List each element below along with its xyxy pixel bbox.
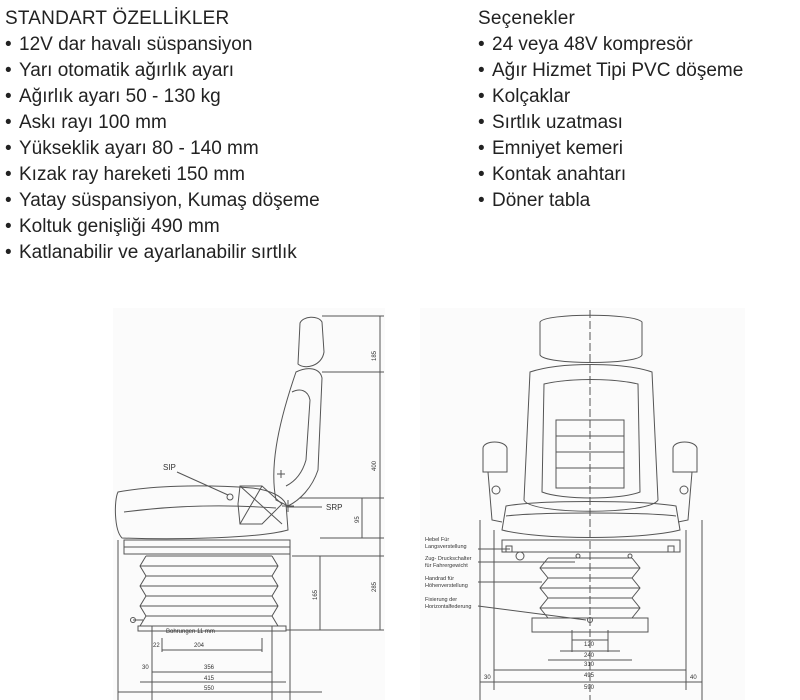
options-list: •24 veya 48V kompresör •Ağır Hizmet Tipi… bbox=[478, 32, 743, 214]
side-headrest bbox=[297, 316, 325, 368]
item-text: Kolçaklar bbox=[492, 86, 571, 107]
item-text: Yatay süspansiyon, Kumaş döşeme bbox=[19, 190, 320, 211]
standard-list: •12V dar havalı süspansiyon •Yarı otomat… bbox=[5, 32, 320, 266]
list-item: •24 veya 48V kompresör bbox=[478, 34, 693, 55]
front-headrest bbox=[539, 314, 643, 363]
item-text: Döner tabla bbox=[492, 190, 591, 211]
dim-356: 356 bbox=[204, 665, 215, 671]
side-cushion bbox=[114, 485, 289, 540]
item-text: Ağır Hizmet Tipi PVC döşeme bbox=[492, 60, 744, 81]
front-view bbox=[477, 310, 703, 700]
side-bottom-plate bbox=[137, 625, 287, 632]
item-text: Askı rayı 100 mm bbox=[19, 112, 167, 133]
list-item: •12V dar havalı süspansiyon bbox=[5, 34, 253, 55]
dim-22: 22 bbox=[153, 643, 160, 649]
label-handrad: Handrad für bbox=[425, 576, 454, 582]
list-item: •Yatay süspansiyon, Kumaş döşeme bbox=[5, 190, 320, 211]
dim-95: 95 bbox=[355, 516, 361, 523]
list-item: •Ağır Hizmet Tipi PVC döşeme bbox=[478, 60, 744, 81]
item-text: Yarı otomatik ağırlık ayarı bbox=[19, 60, 235, 81]
side-view bbox=[114, 315, 384, 700]
list-item: •Katlanabilir ve ayarlanabilir sırtlık bbox=[5, 242, 297, 263]
item-text: Kızak ray hareketi 150 mm bbox=[19, 164, 245, 185]
item-text: Katlanabilir ve ayarlanabilir sırtlık bbox=[19, 242, 297, 263]
dim-165: 165 bbox=[313, 589, 319, 600]
front-armrest-left bbox=[482, 441, 508, 473]
label-fixierung: Fixierung der bbox=[425, 597, 457, 603]
front-armrest-right bbox=[672, 441, 698, 473]
list-item: •Kızak ray hareketi 150 mm bbox=[5, 164, 245, 185]
list-item: •Kontak anahtarı bbox=[478, 164, 627, 185]
options-heading: Seçenekler bbox=[478, 8, 576, 29]
dim-204: 204 bbox=[194, 643, 205, 649]
dim-590: 590 bbox=[584, 685, 595, 691]
list-item: •Sırtlık uzatması bbox=[478, 112, 623, 133]
front-view-panel bbox=[420, 308, 745, 700]
label-horizontalfederung: Horizontalfederung bbox=[425, 604, 471, 610]
list-item: •Kolçaklar bbox=[478, 86, 571, 107]
front-base-frame bbox=[501, 539, 681, 553]
label-langsverstellung: Langsverstellung bbox=[425, 544, 467, 550]
side-backrest-inner bbox=[285, 389, 311, 487]
dim-30-front: 30 bbox=[484, 675, 491, 681]
srp-label: SRP bbox=[326, 503, 342, 512]
standard-heading: STANDART ÖZELLİKLER bbox=[5, 8, 230, 29]
list-item: •Askı rayı 100 mm bbox=[5, 112, 167, 133]
item-text: Kontak anahtarı bbox=[492, 164, 627, 185]
options: Seçenekler •24 veya 48V kompresör •Ağır … bbox=[478, 6, 743, 214]
dim-400: 400 bbox=[372, 460, 378, 471]
label-fahrergewicht: für Fahrergewicht bbox=[425, 563, 468, 569]
list-item: •Yükseklik ayarı 80 - 140 mm bbox=[5, 138, 259, 159]
sip-leader bbox=[176, 471, 229, 496]
side-view-labels: SIP SRP 185 400 95 165 285 Bohrungen 11 … bbox=[142, 350, 378, 692]
side-backrest bbox=[273, 368, 323, 507]
dim-310: 310 bbox=[584, 662, 595, 668]
list-item: •Emniyet kemeri bbox=[478, 138, 623, 159]
front-backrest-inner bbox=[541, 379, 641, 499]
bohrungen-label: Bohrungen 11 mm bbox=[166, 629, 215, 635]
sip-circle bbox=[226, 493, 234, 501]
dim-495: 495 bbox=[584, 673, 595, 679]
list-item: •Yarı otomatik ağırlık ayarı bbox=[5, 60, 235, 81]
list-item: •Koltuk genişliği 490 mm bbox=[5, 216, 220, 237]
front-backrest-ribs bbox=[555, 419, 625, 489]
side-view-panel bbox=[113, 308, 385, 700]
label-hohenverstellung: Höhenverstellung bbox=[425, 583, 468, 589]
standard-features: STANDART ÖZELLİKLER •12V dar havalı süsp… bbox=[5, 6, 320, 266]
item-text: Emniyet kemeri bbox=[492, 138, 623, 159]
list-item: •Ağırlık ayarı 50 - 130 kg bbox=[5, 86, 221, 107]
item-text: Yükseklik ayarı 80 - 140 mm bbox=[19, 138, 259, 159]
dim-185: 185 bbox=[372, 350, 378, 361]
dim-240: 240 bbox=[584, 653, 595, 659]
front-view-labels: Hebel Für Langsverstellung Zug- Drucksch… bbox=[425, 537, 697, 691]
dim-415: 415 bbox=[204, 676, 215, 682]
list-item: •Döner tabla bbox=[478, 190, 591, 211]
dim-550: 550 bbox=[204, 686, 215, 692]
sip-label: SIP bbox=[163, 463, 176, 472]
dim-40-front: 40 bbox=[690, 675, 697, 681]
label-zug-druckschalter: Zug- Druckschalter bbox=[425, 556, 472, 562]
side-cushion-seam bbox=[123, 505, 277, 513]
front-cushion bbox=[501, 501, 681, 538]
front-backrest bbox=[523, 364, 659, 512]
dim-285: 285 bbox=[372, 581, 378, 592]
label-hebel: Hebel Für bbox=[425, 537, 449, 543]
item-text: 24 veya 48V kompresör bbox=[492, 34, 693, 55]
item-text: Sırtlık uzatması bbox=[492, 112, 623, 133]
item-text: Ağırlık ayarı 50 - 130 kg bbox=[19, 86, 221, 107]
item-text: Koltuk genişliği 490 mm bbox=[19, 216, 220, 237]
dim-120: 120 bbox=[584, 642, 595, 648]
item-text: 12V dar havalı süspansiyon bbox=[19, 34, 253, 55]
dim-30: 30 bbox=[142, 665, 149, 671]
